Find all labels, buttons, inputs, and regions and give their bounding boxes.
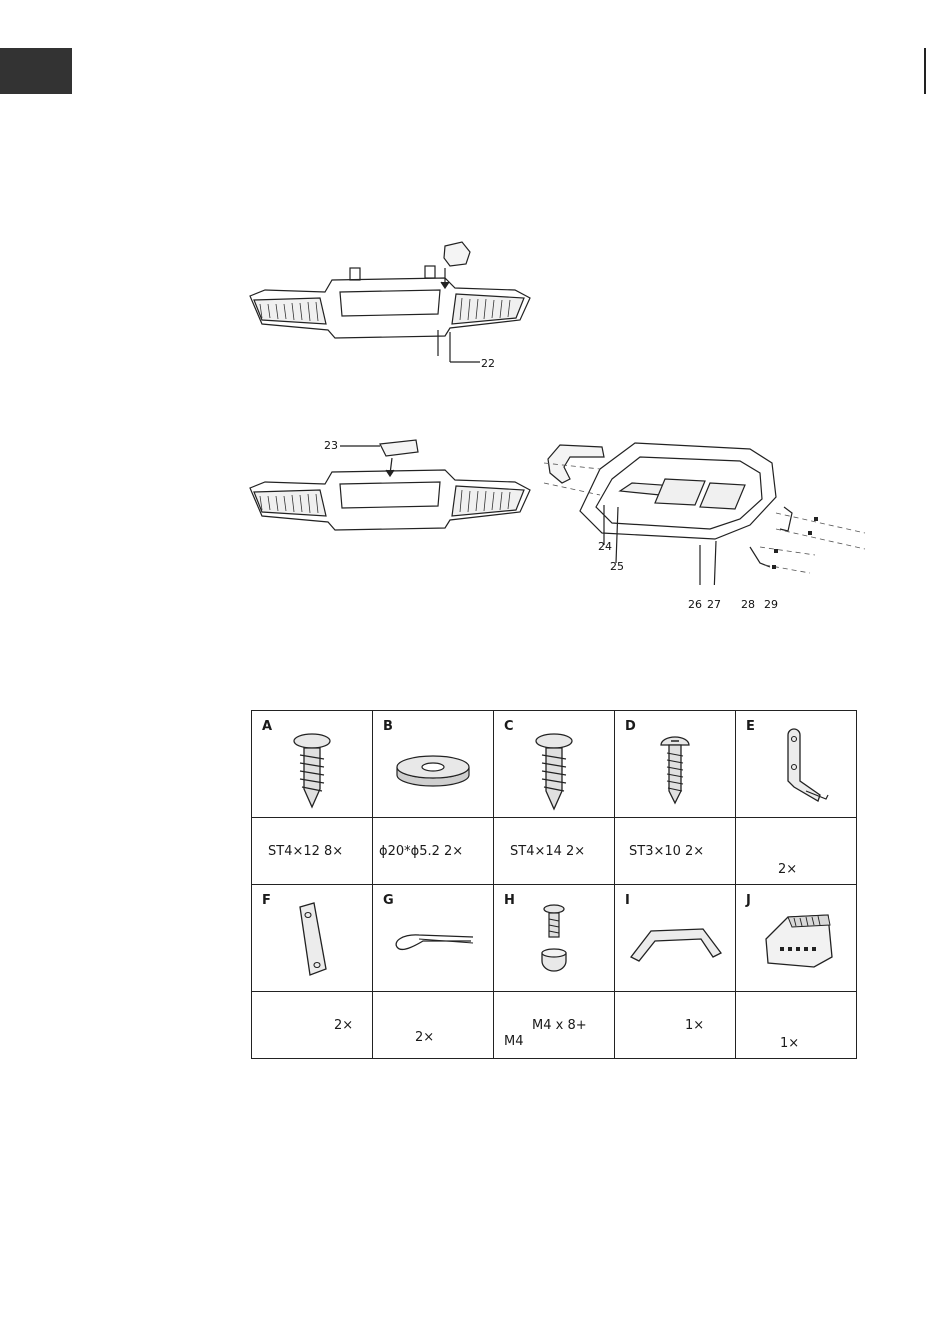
- part-cell-h: H: [494, 885, 615, 992]
- parts-qty-row: 2× 2× M4 x 8+ M4 1× 1×: [252, 992, 857, 1059]
- screw-icon: [252, 711, 372, 817]
- part-qty: 1×: [780, 1036, 799, 1051]
- callout-22: 22: [481, 357, 495, 370]
- assembly-diagram-step-2: [240, 432, 540, 552]
- grill-icon: [736, 885, 856, 991]
- qty-cell-b: ϕ20*ϕ5.2 2×: [373, 818, 494, 885]
- part-qty: ST4×12 8×: [268, 844, 343, 859]
- qty-cell-h: M4 x 8+ M4: [494, 992, 615, 1059]
- part-qty-line-1: M4 x 8+: [532, 1018, 587, 1033]
- callout-23: 23: [324, 439, 338, 452]
- qty-cell-e: 2×: [736, 818, 857, 885]
- part-qty: 2×: [778, 862, 797, 877]
- part-qty: ϕ20*ϕ5.2 2×: [379, 844, 463, 859]
- screw-icon: [615, 711, 735, 817]
- part-cell-a: A: [252, 711, 373, 818]
- part-qty: 1×: [685, 1018, 704, 1033]
- part-qty-line-2: M4: [504, 1034, 524, 1049]
- part-qty: ST3×10 2×: [629, 844, 704, 859]
- plate-icon: [252, 885, 372, 991]
- part-cell-d: D: [615, 711, 736, 818]
- parts-image-row: A B C D: [252, 711, 857, 818]
- part-cell-c: C: [494, 711, 615, 818]
- part-cell-i: I: [615, 885, 736, 992]
- qty-cell-a: ST4×12 8×: [252, 818, 373, 885]
- part-cell-e: E: [736, 711, 857, 818]
- callout-25: 25: [610, 560, 624, 573]
- qty-cell-i: 1×: [615, 992, 736, 1059]
- qty-cell-d: ST3×10 2×: [615, 818, 736, 885]
- part-qty: ST4×14 2×: [510, 844, 585, 859]
- margin-marker: [924, 48, 926, 94]
- assembly-diagram-step-3: [540, 435, 870, 585]
- callout-29: 29: [764, 598, 778, 611]
- handle-icon: [615, 885, 735, 991]
- part-cell-g: G: [373, 885, 494, 992]
- bolt-nut-icon: [494, 885, 614, 991]
- parts-qty-row: ST4×12 8× ϕ20*ϕ5.2 2× ST4×14 2× ST3×10 2…: [252, 818, 857, 885]
- part-cell-j: J: [736, 885, 857, 992]
- callout-24: 24: [598, 540, 612, 553]
- qty-cell-g: 2×: [373, 992, 494, 1059]
- qty-cell-f: 2×: [252, 992, 373, 1059]
- callout-28: 28: [741, 598, 755, 611]
- screw-icon: [494, 711, 614, 817]
- part-qty: 2×: [334, 1018, 353, 1033]
- parts-table: A B C D: [251, 710, 857, 1059]
- qty-cell-c: ST4×14 2×: [494, 818, 615, 885]
- part-cell-b: B: [373, 711, 494, 818]
- parts-image-row: F G H I: [252, 885, 857, 992]
- assembly-diagram-step-1: [240, 232, 540, 382]
- part-cell-f: F: [252, 885, 373, 992]
- washer-icon: [373, 711, 493, 817]
- callout-26: 26: [688, 598, 702, 611]
- qty-cell-j: 1×: [736, 992, 857, 1059]
- cotter-pin-icon: [373, 885, 493, 991]
- part-qty: 2×: [415, 1030, 434, 1045]
- bracket-icon: [736, 711, 856, 817]
- language-tab: [0, 48, 72, 94]
- callout-27: 27: [707, 598, 721, 611]
